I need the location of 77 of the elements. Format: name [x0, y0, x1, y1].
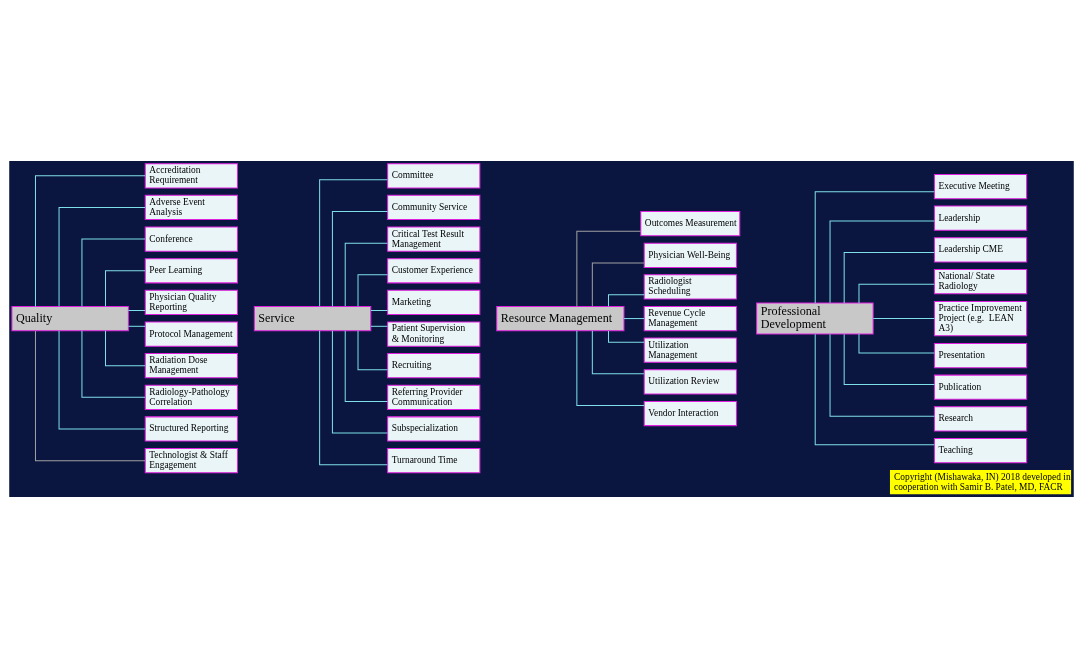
connector [81, 330, 146, 398]
node-box: Structured Reporting [144, 416, 238, 442]
node-box: Accreditation Requirement [144, 163, 238, 189]
node-box: Outcomes Measurement [640, 211, 741, 237]
label: Copyright (Mishawaka, IN) 2018 developed in cooperation with Samir B. Patel, MD, FACR [894, 471, 1071, 492]
connector [370, 325, 388, 327]
connector [34, 330, 146, 462]
connector [829, 333, 935, 417]
node-box: Revenue Cycle Management [643, 305, 737, 332]
connector [843, 333, 935, 386]
node-box: Committee [387, 163, 481, 189]
connector [319, 179, 388, 307]
connector [814, 191, 935, 304]
connector [357, 274, 389, 307]
connector [127, 309, 146, 311]
node-box: Community Service [387, 194, 481, 221]
connector [81, 238, 146, 307]
connector [814, 333, 935, 446]
node-box: National/ State Radiology [933, 268, 1028, 295]
node-box: Research [933, 406, 1028, 432]
node-box: Physician Well-Being [643, 242, 737, 268]
connector [370, 309, 388, 311]
node-box: Executive Meeting [933, 173, 1028, 200]
node-box: Subspecialization [387, 416, 481, 442]
connector [344, 330, 388, 402]
connector [331, 211, 389, 307]
node-box: Technologist & Staff Engagement [144, 448, 238, 474]
node-box: Professional Development [756, 302, 874, 335]
node-box: Conference [144, 226, 238, 252]
node-box: Turnaround Time [387, 448, 481, 474]
connector [872, 318, 935, 320]
connector [591, 262, 645, 307]
connector [608, 294, 645, 307]
node-box: Vendor Interaction [643, 400, 737, 427]
connector [608, 330, 645, 343]
node-box: Peer Learning [144, 258, 238, 284]
connector [58, 206, 146, 307]
connector [58, 330, 146, 430]
connector [576, 230, 642, 307]
connector [576, 330, 645, 406]
node-box: Radiology-Pathology Correlation [144, 384, 238, 410]
node-box: Teaching [933, 437, 1028, 464]
node-box: Radiologist Scheduling [643, 274, 737, 300]
connector [319, 330, 388, 466]
node-box: Radiation Dose Management [144, 353, 238, 379]
connector [331, 330, 389, 434]
node-box: Presentation [933, 342, 1028, 369]
node-box: Utilization Management [643, 337, 737, 363]
node-box: Protocol Management [144, 321, 238, 347]
connector [127, 325, 146, 327]
node-box: Resource Management [496, 305, 625, 332]
node-box: Patient Supervision & Monitoring [387, 321, 481, 347]
node-box: Physician Quality Reporting [144, 289, 238, 316]
node-box: Adverse Event Analysis [144, 194, 238, 221]
connector [105, 270, 146, 307]
node-box: Practice Improvement Project (e.g. LEAN A3) [933, 300, 1028, 337]
connector [357, 330, 389, 371]
connector [105, 330, 146, 367]
connector [591, 330, 645, 375]
connector [829, 220, 935, 304]
connector [843, 252, 935, 304]
node-box: Publication [933, 374, 1028, 400]
node-box: Leadership CME [933, 237, 1028, 263]
node-box: Critical Test Result Management [387, 226, 481, 252]
node-box: Referring Provider Communication [387, 384, 481, 410]
node-box: Quality [11, 305, 129, 332]
connector [623, 318, 645, 320]
node-box: Marketing [387, 289, 481, 316]
node-box: Customer Experience [387, 258, 481, 284]
node-box: Utilization Review [643, 369, 737, 395]
connector [858, 283, 935, 304]
node-box: Recruiting [387, 353, 481, 379]
connector [344, 242, 388, 307]
connector [858, 333, 935, 354]
node-box: Service [253, 305, 372, 332]
connector [34, 175, 146, 307]
node-box: Leadership [933, 205, 1028, 231]
